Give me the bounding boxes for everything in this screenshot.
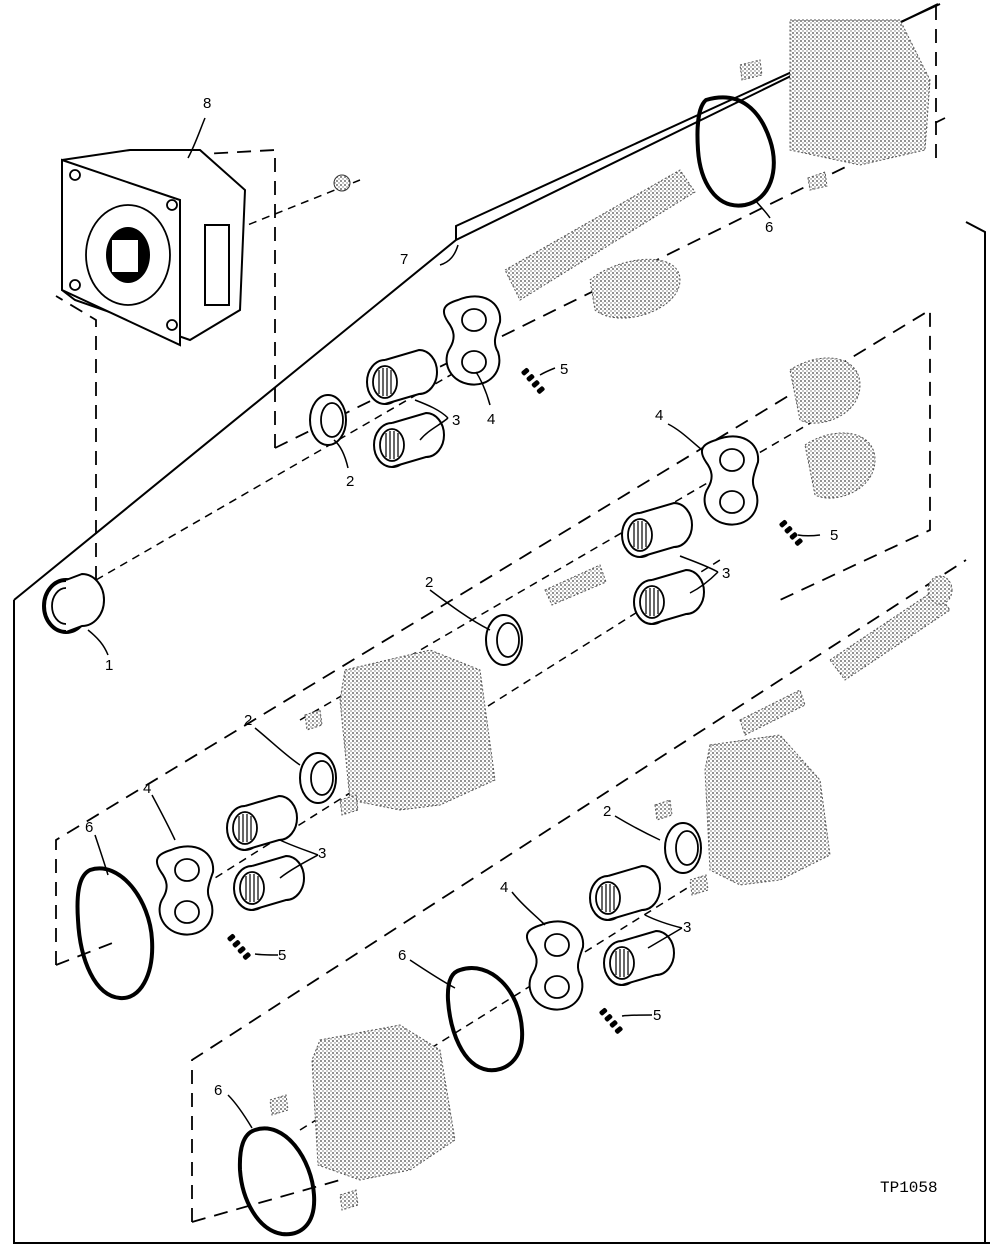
callout-6: 6 — [765, 219, 773, 236]
pump-body — [789, 19, 931, 166]
wear-plate — [700, 435, 760, 526]
needle-bearing — [233, 855, 305, 911]
callout-3: 3 — [683, 919, 691, 936]
seal-spring — [778, 519, 804, 547]
callout-4: 4 — [500, 879, 508, 896]
shaft — [829, 589, 951, 681]
callout-2: 2 — [244, 712, 252, 729]
assembly-boundary — [13, 3, 990, 1244]
pump-body — [311, 1024, 456, 1181]
pump-body — [704, 734, 831, 886]
o-ring — [237, 1126, 317, 1237]
callout-4: 4 — [655, 407, 663, 424]
wear-plate — [155, 845, 215, 936]
callout-3: 3 — [452, 412, 460, 429]
center-pump-body — [299, 649, 496, 816]
bottom-section — [237, 1024, 456, 1237]
needle-bearing — [226, 795, 298, 851]
seal-spring — [520, 367, 546, 395]
drive-shaft — [504, 169, 696, 301]
callout-5: 5 — [830, 527, 838, 544]
callout-2: 2 — [425, 574, 433, 591]
thrust-washer — [664, 822, 702, 874]
needle-bearing — [373, 412, 445, 468]
callout-6: 6 — [214, 1082, 222, 1099]
needle-bearing — [633, 569, 705, 625]
o-ring — [445, 966, 525, 1073]
callout-2: 2 — [603, 803, 611, 820]
gear — [589, 258, 681, 319]
shaft-seal — [42, 572, 105, 634]
callout-1: 1 — [105, 657, 113, 674]
thrust-washer — [309, 394, 347, 446]
middle-section — [485, 357, 953, 681]
callout-5: 5 — [653, 1007, 661, 1024]
o-ring — [695, 95, 776, 208]
callout-4: 4 — [143, 780, 151, 797]
callout-6: 6 — [398, 947, 406, 964]
callout-4: 4 — [487, 411, 495, 428]
callout-5: 5 — [560, 361, 568, 378]
wear-plate — [525, 920, 585, 1011]
leader-lines — [87, 117, 821, 1129]
needle-bearing — [366, 349, 438, 405]
callout-6: 6 — [85, 819, 93, 836]
lower-right-section — [445, 689, 831, 1073]
callout-8: 8 — [203, 95, 211, 112]
thrust-washer — [485, 614, 523, 666]
callout-3: 3 — [722, 565, 730, 582]
upper-section — [309, 19, 931, 468]
o-ring — [75, 866, 155, 1001]
thrust-washer — [299, 752, 337, 804]
lower-left-section — [75, 795, 305, 1001]
callout-labels: 8 1 2 3 4 5 7 6 2 4 5 3 2 4 6 3 5 2 4 3 … — [85, 95, 938, 1197]
callout-3: 3 — [318, 845, 326, 862]
mounting-flange — [61, 149, 351, 347]
needle-bearing — [621, 502, 693, 558]
callout-2: 2 — [346, 473, 354, 490]
callout-7: 7 — [400, 251, 408, 268]
callout-5: 5 — [278, 947, 286, 964]
seal-spring — [226, 933, 252, 961]
wear-plate — [442, 295, 502, 386]
figure-id: TP1058 — [880, 1179, 938, 1197]
seal-spring — [598, 1007, 624, 1035]
